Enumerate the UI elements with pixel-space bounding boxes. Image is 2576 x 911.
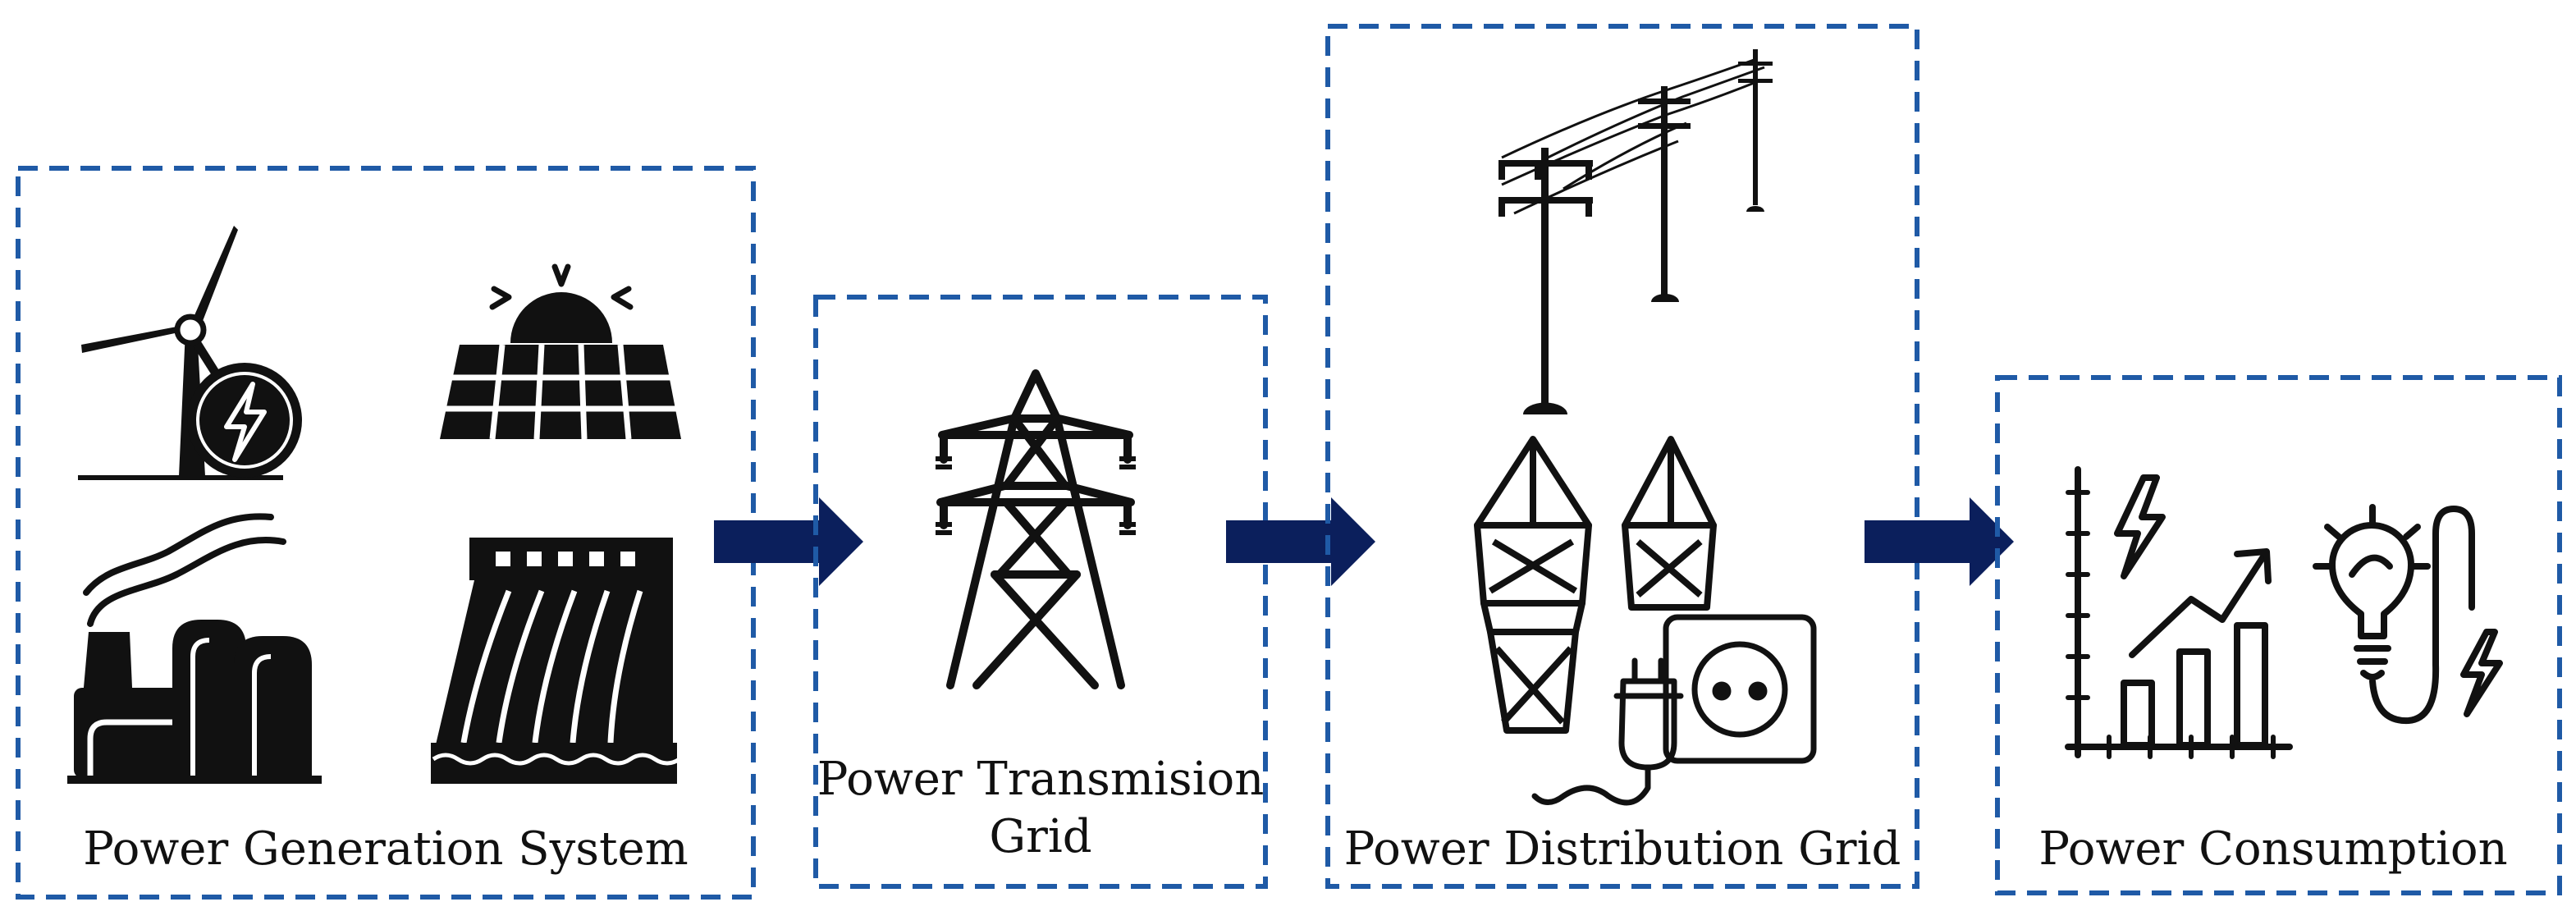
transmission-label-line-1: Power Transmision bbox=[817, 753, 1265, 806]
power-plant-icon bbox=[67, 513, 322, 784]
generation-box bbox=[16, 166, 756, 900]
solar-panel-icon bbox=[440, 263, 681, 440]
generation-label: Power Generation System bbox=[83, 822, 689, 876]
consumption-label: Power Consumption bbox=[2038, 822, 2507, 876]
transmission-box bbox=[813, 295, 1268, 889]
flow-arrow-1 bbox=[714, 497, 863, 586]
light-bulb-icon bbox=[2313, 504, 2503, 725]
hydro-dam-icon bbox=[431, 538, 681, 784]
distribution-box bbox=[1325, 24, 1919, 889]
distribution-label: Power Distribution Grid bbox=[1344, 822, 1901, 876]
substation-towers-icon bbox=[1474, 436, 1717, 734]
flow-arrow-2 bbox=[1226, 497, 1375, 586]
generation-stage: Power Generation System bbox=[16, 166, 756, 900]
distribution-stage: Power Distribution Grid bbox=[1325, 24, 1919, 889]
transmission-tower-icon bbox=[936, 369, 1135, 689]
consumption-box bbox=[1995, 375, 2562, 895]
transmission-stage: Power Transmision Grid bbox=[813, 295, 1268, 889]
utility-poles-icon bbox=[1498, 49, 1773, 414]
energy-chart-icon bbox=[2065, 466, 2293, 759]
transmission-label-line-2: Grid bbox=[989, 810, 1091, 863]
plug-socket-icon bbox=[1531, 614, 1817, 806]
wind-turbine-icon bbox=[78, 226, 302, 480]
flow-arrow-3 bbox=[1865, 497, 2014, 586]
consumption-stage: Power Consumption bbox=[1995, 375, 2562, 895]
